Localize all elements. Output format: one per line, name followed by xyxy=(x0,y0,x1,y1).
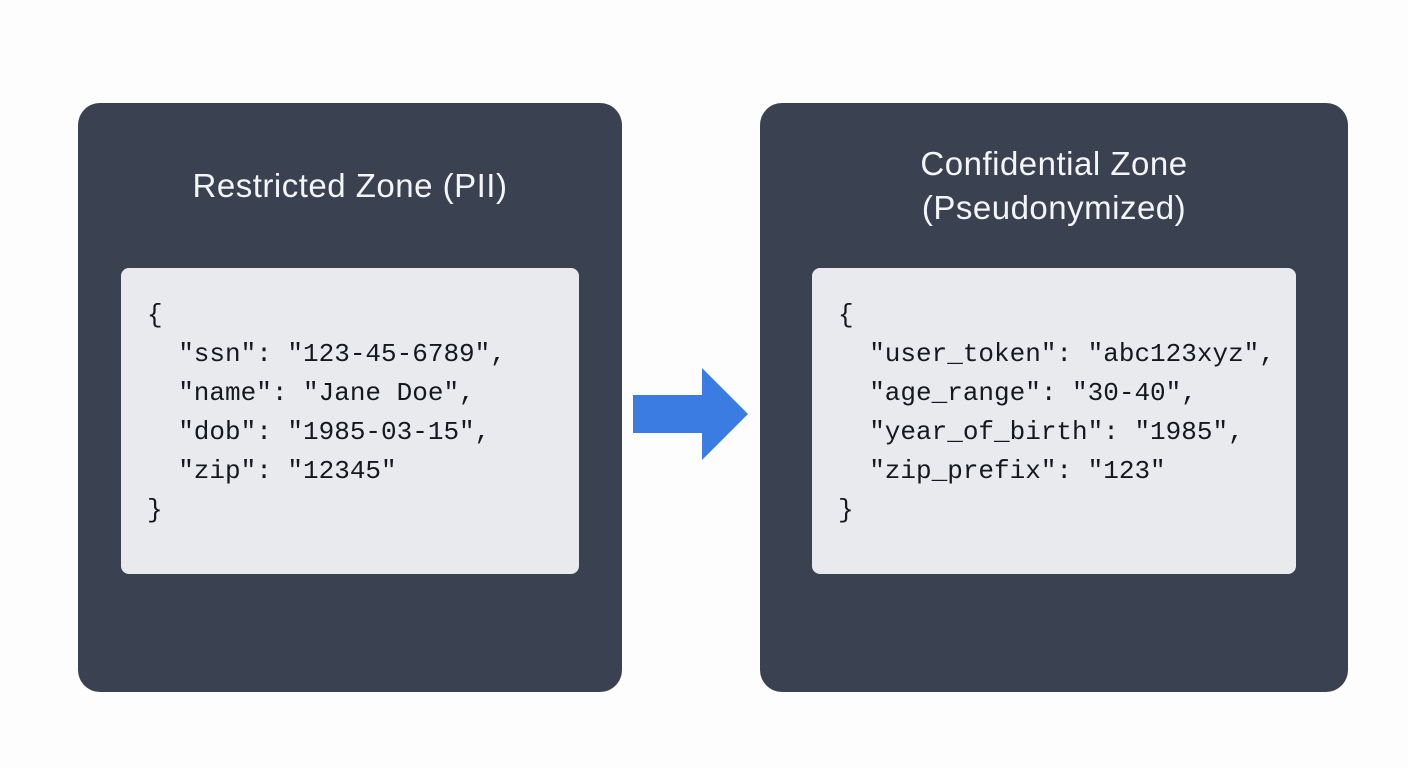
confidential-zone-title: Confidential Zone (Pseudonymized) xyxy=(920,144,1188,226)
restricted-zone-title: Restricted Zone (PII) xyxy=(192,166,508,204)
right-arrow-icon xyxy=(633,368,748,460)
pseudonymized-json-snippet: { "user_token": "abc123xyz", "age_range"… xyxy=(812,268,1296,574)
pii-json-snippet: { "ssn": "123-45-6789", "name": "Jane Do… xyxy=(121,268,579,574)
restricted-zone-panel: Restricted Zone (PII) { "ssn": "123-45-6… xyxy=(78,103,622,692)
restricted-zone-title-area: Restricted Zone (PII) xyxy=(78,103,622,268)
confidential-zone-panel: Confidential Zone (Pseudonymized) { "use… xyxy=(760,103,1348,692)
confidential-zone-title-area: Confidential Zone (Pseudonymized) xyxy=(760,103,1348,268)
right-arrow-shape xyxy=(633,368,748,460)
